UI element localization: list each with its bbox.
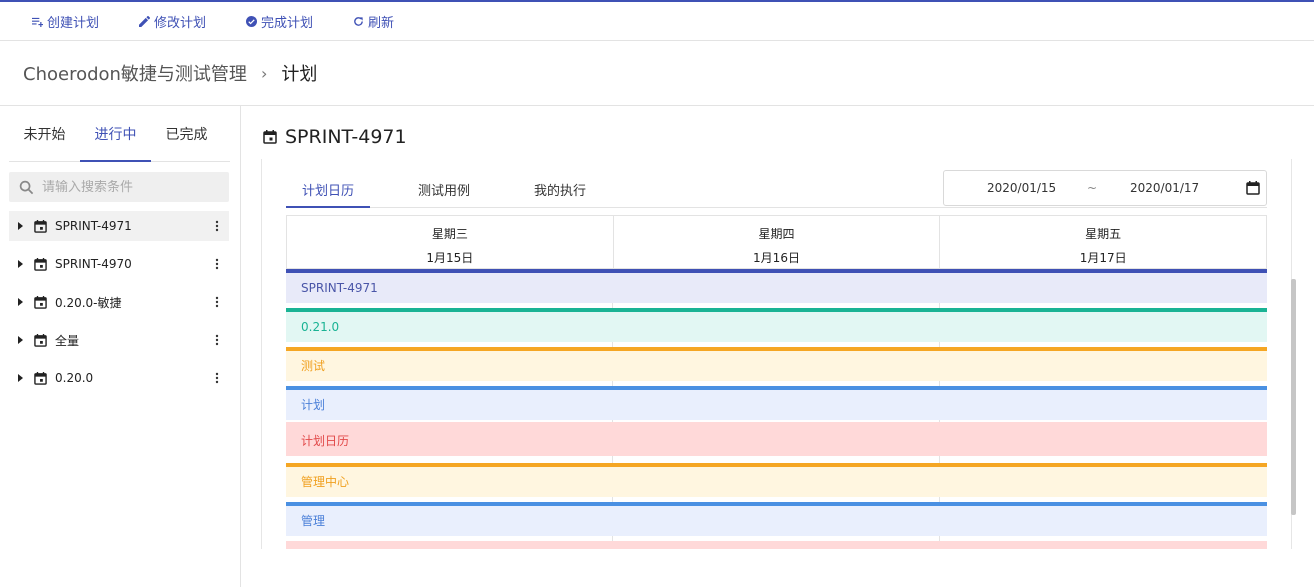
expand-caret-icon[interactable] xyxy=(18,260,23,268)
plan-bar-label: 计划 xyxy=(286,390,1267,420)
more-vertical-icon[interactable] xyxy=(215,220,219,232)
expand-caret-icon[interactable] xyxy=(18,336,23,344)
plan-heading: SPRINT-4971 xyxy=(263,126,407,148)
calendar-header: 星期三 1月15日 星期四 1月16日 星期五 1月17日 xyxy=(286,215,1267,269)
tree-item-label: 0.20.0 xyxy=(55,371,94,385)
check-circle-icon xyxy=(246,15,258,27)
refresh-label: 刷新 xyxy=(368,15,395,31)
main-content: SPRINT-4971 计划日历 测试用例 我的执行 2020/01/15 ~ … xyxy=(241,106,1314,587)
view-tabs: 计划日历 测试用例 我的执行 xyxy=(286,181,1267,208)
tab-in-progress[interactable]: 进行中 xyxy=(80,120,151,162)
refresh-icon xyxy=(354,16,363,26)
calendar-day-col: 星期四 1月16日 xyxy=(614,216,941,268)
status-tabs: 未开始 进行中 已完成 xyxy=(9,120,230,162)
search-icon xyxy=(19,180,34,194)
tree-item-label: 全量 xyxy=(55,333,80,348)
page-title: 计划 xyxy=(281,64,318,85)
calendar-icon xyxy=(34,219,47,233)
edit-plan-label: 修改计划 xyxy=(154,15,207,31)
date-label: 1月15日 xyxy=(426,251,474,265)
breadcrumb: Choerodon敏捷与测试管理 › 计划 xyxy=(0,41,1314,106)
plan-bar-label: SPRINT-4971 xyxy=(286,273,1267,303)
date-separator: ~ xyxy=(1087,181,1098,195)
date-label: 1月17日 xyxy=(1079,251,1127,265)
plan-bar-accent xyxy=(286,347,1267,351)
plan-bar-label: 0.21.0 xyxy=(286,312,1267,342)
plan-bar-label: 计划日历 xyxy=(286,426,1267,456)
calendar-day-col: 星期三 1月15日 xyxy=(287,216,614,268)
plan-title: SPRINT-4971 xyxy=(285,126,407,148)
plan-bar-accent xyxy=(286,269,1267,273)
tree-item-label: SPRINT-4970 xyxy=(55,257,132,271)
breadcrumb-separator: › xyxy=(260,63,268,83)
sidebar: 未开始 进行中 已完成 SPRINT-4971 SPRINT-4970 0.20… xyxy=(0,106,241,587)
more-vertical-icon[interactable] xyxy=(215,296,219,308)
date-end[interactable]: 2020/01/17 xyxy=(1130,181,1200,195)
tree-item-0-20-0[interactable]: 0.20.0 xyxy=(9,363,229,393)
calendar-icon xyxy=(34,295,47,309)
tree-item-label: SPRINT-4971 xyxy=(55,219,132,233)
calendar-day-col: 星期五 1月17日 xyxy=(940,216,1266,268)
plan-bar-accent xyxy=(286,422,1267,426)
plan-panel: 计划日历 测试用例 我的执行 2020/01/15 ~ 2020/01/17 星… xyxy=(261,159,1292,549)
date-label: 1月16日 xyxy=(753,251,800,265)
date-range-picker[interactable]: 2020/01/15 ~ 2020/01/17 xyxy=(943,170,1267,206)
vertical-scrollbar[interactable] xyxy=(1291,279,1296,515)
plan-tree: SPRINT-4971 SPRINT-4970 0.20.0-敏捷 全量 0.2… xyxy=(9,211,229,401)
refresh-button[interactable]: 刷新 xyxy=(353,12,394,31)
weekday-label: 星期三 xyxy=(431,227,468,241)
plan-bar-accent xyxy=(286,308,1267,312)
create-plan-button[interactable]: 创建计划 xyxy=(32,12,99,31)
tab-test-cases[interactable]: 测试用例 xyxy=(417,184,470,199)
tree-item-full[interactable]: 全量 xyxy=(9,325,229,355)
expand-caret-icon[interactable] xyxy=(18,298,23,306)
complete-plan-label: 完成计划 xyxy=(261,15,314,31)
complete-plan-button[interactable]: 完成计划 xyxy=(246,12,313,31)
top-accent-line xyxy=(0,0,1314,2)
expand-caret-icon[interactable] xyxy=(18,222,23,230)
calendar-icon[interactable] xyxy=(1246,181,1260,195)
tab-my-executions[interactable]: 我的执行 xyxy=(533,184,586,199)
weekday-label: 星期五 xyxy=(1085,227,1122,241)
playlist-add-icon xyxy=(32,17,43,27)
plan-bar-label: 管理中心 xyxy=(286,467,1267,497)
plan-bar-label: 测试 xyxy=(286,351,1267,381)
pencil-icon xyxy=(139,15,151,27)
tree-item-0-20-0-agile[interactable]: 0.20.0-敏捷 xyxy=(9,287,229,317)
calendar-icon xyxy=(34,333,47,347)
date-start[interactable]: 2020/01/15 xyxy=(987,181,1057,195)
search-input[interactable] xyxy=(42,179,212,195)
tree-item-sprint-4970[interactable]: SPRINT-4970 xyxy=(9,249,229,279)
tree-item-sprint-4971[interactable]: SPRINT-4971 xyxy=(9,211,229,241)
calendar-icon xyxy=(34,371,47,385)
edit-plan-button[interactable]: 修改计划 xyxy=(139,12,206,31)
more-vertical-icon[interactable] xyxy=(215,372,219,384)
breadcrumb-root[interactable]: Choerodon敏捷与测试管理 xyxy=(23,64,247,85)
plan-bar-accent xyxy=(286,463,1267,467)
plan-bar-accent xyxy=(286,386,1267,390)
tree-item-label: 0.20.0-敏捷 xyxy=(55,295,122,310)
toolbar: 创建计划 修改计划 完成计划 刷新 xyxy=(0,2,1314,41)
create-plan-label: 创建计划 xyxy=(47,15,100,31)
expand-caret-icon[interactable] xyxy=(18,374,23,382)
plan-bar-accent xyxy=(286,502,1267,506)
more-vertical-icon[interactable] xyxy=(215,334,219,346)
calendar-icon xyxy=(263,130,277,144)
plan-bar-partial xyxy=(286,541,1267,549)
tab-plan-calendar[interactable]: 计划日历 xyxy=(286,181,370,208)
more-vertical-icon[interactable] xyxy=(215,258,219,270)
calendar-icon xyxy=(34,257,47,271)
tab-completed[interactable]: 已完成 xyxy=(165,127,208,143)
plan-bar-label: 管理 xyxy=(286,506,1267,536)
search-box xyxy=(9,172,229,202)
tab-not-started[interactable]: 未开始 xyxy=(23,127,66,143)
plan-calendar: 星期三 1月15日 星期四 1月16日 星期五 1月17日 SPRINT-497… xyxy=(286,215,1267,549)
weekday-label: 星期四 xyxy=(758,227,795,241)
